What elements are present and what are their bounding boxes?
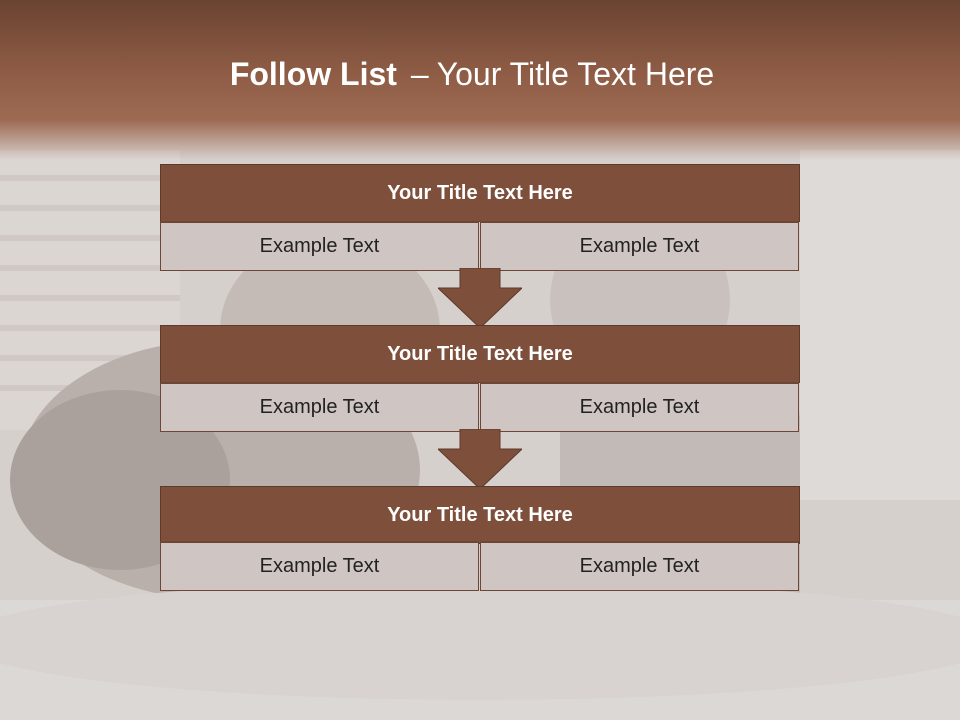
down-arrow-icon [438, 429, 522, 489]
title-bold-part: Follow List [229, 56, 397, 92]
block-cell-right: Example Text [480, 541, 799, 591]
header-band [0, 0, 960, 160]
slide-title: Follow List–Your Title Text Here [0, 56, 944, 93]
block-cell-left: Example Text [160, 541, 479, 591]
block-title: Your Title Text Here [160, 325, 800, 383]
down-arrow-icon [438, 268, 522, 328]
block-title: Your Title Text Here [160, 486, 800, 544]
block-cell-left: Example Text [160, 382, 479, 432]
block-title: Your Title Text Here [160, 164, 800, 222]
block-cell-right: Example Text [480, 382, 799, 432]
block-cell-left: Example Text [160, 221, 479, 271]
title-separator: – [410, 56, 429, 92]
block-cell-right: Example Text [480, 221, 799, 271]
title-rest: Your Title Text Here [436, 56, 715, 92]
